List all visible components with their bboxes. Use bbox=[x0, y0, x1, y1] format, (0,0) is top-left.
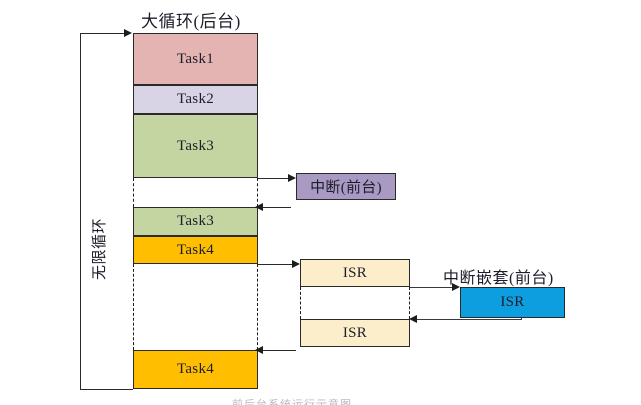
block-task2: Task2 bbox=[133, 85, 258, 114]
block-isr-nested-label: ISR bbox=[500, 294, 525, 310]
block-isr-lower: ISR bbox=[300, 319, 410, 347]
label-nested-interrupt: 中断嵌套(前台) bbox=[443, 270, 554, 287]
arrow-head-to-isr-upper bbox=[292, 259, 300, 268]
block-task3-first: Task3 bbox=[133, 114, 258, 178]
suspend-dash-right-2 bbox=[257, 264, 258, 350]
block-task1: Task1 bbox=[133, 33, 258, 85]
block-isr-lower-label: ISR bbox=[342, 324, 368, 341]
arrow-line-to-nested-isr bbox=[410, 287, 457, 289]
arrow-head-from-interrupt bbox=[255, 202, 263, 211]
arrow-head-from-isr-lower bbox=[255, 345, 263, 354]
arrow-line-from-nested-isr bbox=[412, 319, 522, 321]
loop-left-line bbox=[80, 33, 82, 390]
block-interrupt: 中断(前台) bbox=[296, 173, 396, 200]
block-isr-upper-label: ISR bbox=[342, 264, 368, 281]
arrow-line-to-isr-upper bbox=[258, 264, 296, 266]
arrow-line-from-interrupt bbox=[258, 207, 291, 209]
bottom-caption: 前后台系统运行示意图 bbox=[232, 399, 352, 405]
block-isr-upper: ISR bbox=[300, 259, 410, 287]
arrow-head-from-nested-isr bbox=[409, 314, 417, 323]
loop-top-line bbox=[80, 33, 128, 35]
isr-suspend-dash-left bbox=[300, 287, 301, 319]
block-task4-second: Task4 bbox=[133, 350, 258, 389]
block-task4-second-label: Task4 bbox=[176, 361, 215, 377]
block-isr-nested: ISR bbox=[460, 287, 565, 318]
loop-top-arrowhead bbox=[124, 28, 132, 37]
block-task4-first-label: Task4 bbox=[176, 241, 215, 258]
label-infinite-loop: 无限循环 bbox=[92, 217, 108, 280]
arrow-line-to-interrupt bbox=[258, 178, 291, 180]
block-interrupt-label: 中断(前台) bbox=[310, 180, 382, 196]
block-task2-label: Task2 bbox=[176, 91, 215, 107]
arrow-head-to-interrupt bbox=[288, 173, 296, 182]
suspend-dash-right-1 bbox=[257, 178, 258, 207]
block-task3-second: Task3 bbox=[133, 207, 258, 236]
block-task3-second-label: Task3 bbox=[176, 213, 215, 229]
loop-bottom-line bbox=[80, 389, 133, 391]
isr-suspend-dash-right bbox=[409, 287, 410, 319]
title-background-loop: 大循环(后台) bbox=[141, 12, 241, 31]
block-task4-first: Task4 bbox=[133, 236, 258, 264]
block-task3-first-label: Task3 bbox=[176, 137, 215, 154]
suspend-dash-left-1 bbox=[133, 178, 134, 207]
block-task1-label: Task1 bbox=[176, 50, 215, 67]
arrow-head-to-nested-isr bbox=[452, 282, 460, 291]
suspend-dash-left-2 bbox=[133, 264, 134, 350]
arrow-line-from-isr-lower bbox=[258, 350, 296, 352]
